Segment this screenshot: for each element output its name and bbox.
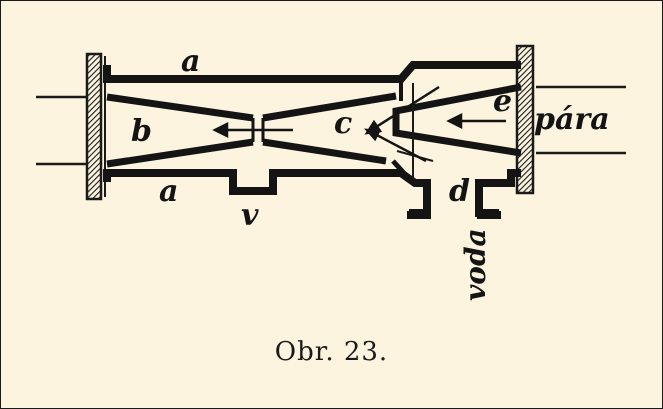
label-v: v bbox=[241, 198, 259, 233]
label-d: d bbox=[449, 174, 470, 209]
mix-arrow-upper bbox=[372, 85, 440, 131]
label-water: voda bbox=[459, 228, 492, 301]
label-b: b bbox=[131, 114, 152, 149]
pipe-lines bbox=[36, 85, 626, 166]
right-flange bbox=[515, 44, 535, 195]
label-steam: pára bbox=[534, 102, 610, 137]
label-a-top: a bbox=[181, 44, 200, 79]
mix-arrow-lower bbox=[372, 131, 427, 163]
label-a-bottom: a bbox=[159, 174, 178, 209]
nozzle-cones bbox=[106, 79, 522, 185]
label-c: c bbox=[334, 106, 352, 141]
flow-arrows bbox=[212, 85, 506, 163]
label-e: e bbox=[493, 84, 512, 119]
left-flange bbox=[85, 52, 103, 201]
figure-caption: Obr. 23. bbox=[274, 337, 389, 367]
